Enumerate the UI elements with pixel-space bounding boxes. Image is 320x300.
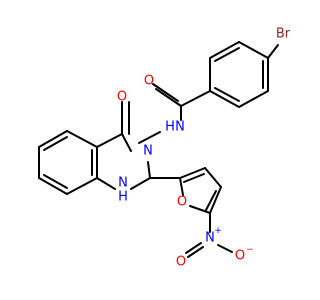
nitro-nitrogen-label: N xyxy=(205,231,215,246)
furan-oxygen-label: O xyxy=(177,195,187,210)
lactam-oxygen-label: O xyxy=(117,90,127,105)
ring-nh-nitrogen-label: N xyxy=(118,176,128,191)
bond-lines xyxy=(38,41,279,258)
nitro-oxygen-charge: − xyxy=(246,245,254,255)
nitro-oxygen-double-label: O xyxy=(176,255,186,270)
nitro-oxygen-anion-label: O xyxy=(235,249,245,264)
amide-nitrogen-label: N xyxy=(175,120,185,135)
bromine-label: Br xyxy=(276,27,291,42)
amide-hydrogen-label: H xyxy=(165,120,175,135)
ring-nitrogen-label: N xyxy=(143,144,153,159)
ring-nh-hydrogen-label: H xyxy=(118,190,128,205)
molecule-structure: Br O N H O N N H O N + O O − xyxy=(38,25,297,270)
amide-oxygen-label: O xyxy=(144,74,154,89)
nitro-nitrogen-charge: + xyxy=(214,226,222,236)
atom-labels: Br O N H O N N H O N + O O − xyxy=(117,25,297,270)
